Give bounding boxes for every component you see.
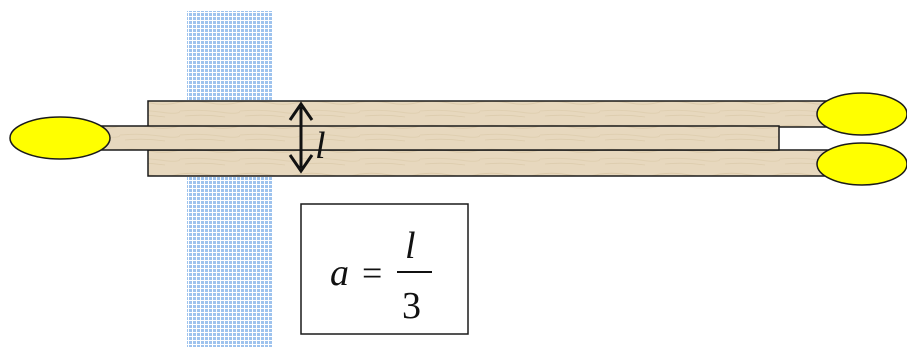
formula-equals: = (362, 253, 382, 293)
formula-numerator: l (405, 225, 416, 267)
dimension-arrow (288, 101, 314, 174)
right-top-match-head (816, 92, 907, 136)
right-bottom-match-head (816, 142, 907, 186)
dimension-label: l (315, 125, 326, 167)
formula-lhs: a (330, 252, 349, 294)
formula-box: a = l 3 (300, 203, 469, 335)
bottom-stick (147, 149, 849, 177)
left-match-head (9, 116, 111, 160)
formula-denominator: 3 (402, 285, 421, 327)
grid-wall (187, 11, 273, 347)
middle-stick (64, 125, 780, 151)
top-stick (147, 100, 849, 128)
